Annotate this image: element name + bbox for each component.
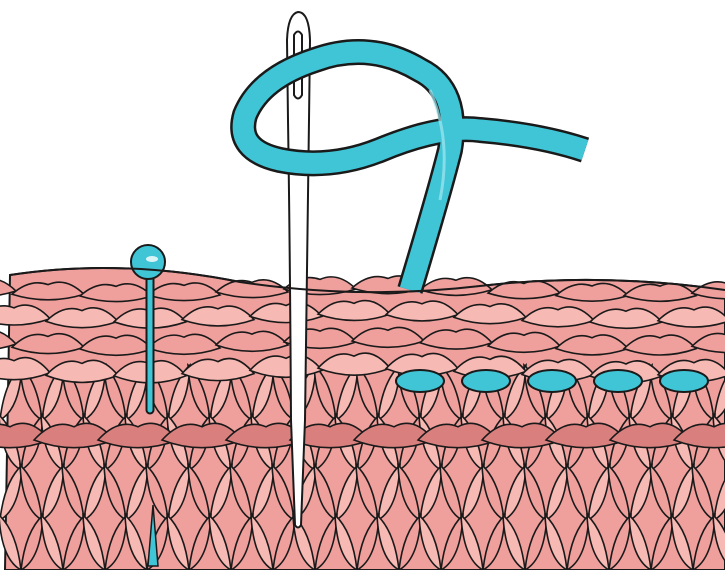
thread-stitch (660, 370, 708, 392)
thread-stitch (594, 370, 642, 392)
thread-stitch (528, 370, 576, 392)
thread-stitch (462, 370, 510, 392)
thread-stitch (396, 370, 444, 392)
